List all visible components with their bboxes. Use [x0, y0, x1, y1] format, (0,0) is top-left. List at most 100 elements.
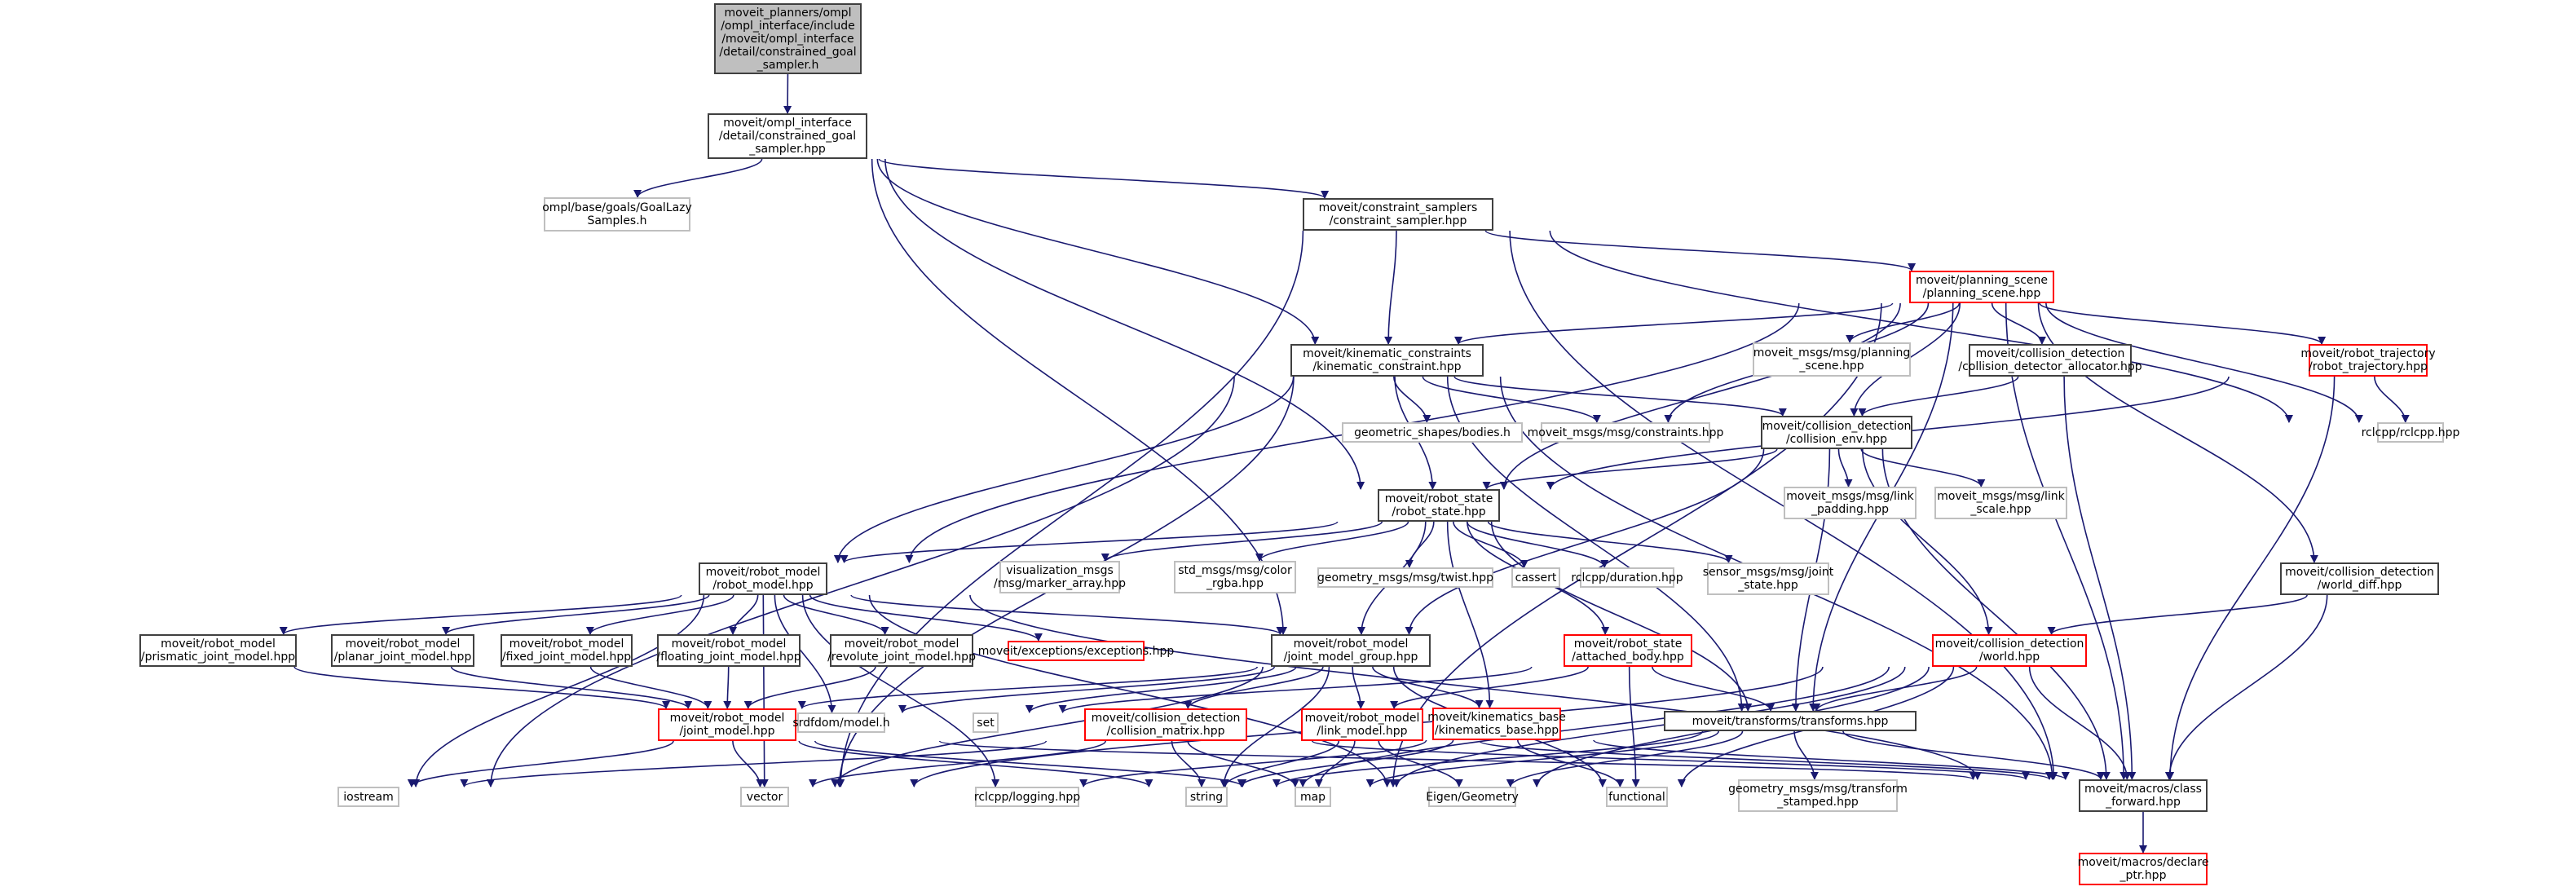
edge-world-to-string: [1299, 666, 1890, 787]
node-kb[interactable]: moveit/kinematics_base /kinematics_base.…: [1427, 708, 1566, 740]
edge-tf-to-cf: [1842, 730, 2105, 780]
edge-cgs-to-cs: [878, 158, 1329, 199]
edge-kc-to-ce: [1453, 376, 1787, 417]
edge-jmg-to-kb: [1372, 666, 1484, 708]
edge-cs-to-vector: [836, 230, 1304, 787]
edge-kc-to-rm: [833, 376, 1295, 563]
node-lm[interactable]: moveit/robot_model /link_model.hpp: [1301, 708, 1423, 741]
edge-ps-to-rclcpp: [2045, 302, 2363, 423]
node-wdiff[interactable]: moveit/collision_detection /world_diff.h…: [2280, 562, 2439, 595]
node-tf[interactable]: moveit/transforms/transforms.hpp: [1664, 711, 1917, 731]
edge-cda-to-cf: [2063, 376, 2137, 780]
node-mpsc: moveit_msgs/msg/planning _scene.hpp: [1753, 342, 1911, 377]
node-goallazy: ompl/base/goals/GoalLazy Samples.h: [542, 197, 692, 232]
node-cgs[interactable]: moveit/ompl_interface /detail/constraine…: [708, 113, 867, 159]
node-revolute[interactable]: moveit/robot_model /revolute_joint_model…: [827, 634, 976, 667]
edge-wdiff-to-cf: [2164, 594, 2328, 780]
node-prism[interactable]: moveit/robot_model /prismatic_joint_mode…: [139, 634, 297, 667]
edge-lm-to-eigen: [1378, 740, 1463, 787]
node-kc[interactable]: moveit/kinematic_constraints /kinematic_…: [1290, 344, 1484, 377]
node-rt[interactable]: moveit/robot_trajectory /robot_trajector…: [2300, 344, 2436, 377]
node-set: set: [973, 712, 999, 733]
edge-jm-to-map: [814, 740, 1247, 787]
edge-cs-to-cf: [1509, 230, 2058, 780]
edge-cm-to-iostream: [460, 740, 1048, 787]
node-cm[interactable]: moveit/collision_detection /collision_ma…: [1084, 708, 1247, 741]
edge-cs-to-kc: [1384, 230, 1397, 345]
edge-rs-to-twist: [1405, 521, 1435, 568]
node-rclcpp: rclcpp/rclcpp.hpp: [2362, 422, 2459, 443]
node-ab[interactable]: moveit/robot_state /attached_body.hpp: [1564, 634, 1692, 667]
node-duration: rclcpp/duration.hpp: [1571, 567, 1683, 588]
edge-ps-to-wdiff: [2037, 302, 2318, 563]
edge-jm-to-cf: [938, 740, 1977, 780]
edge-rs-to-kb: [1446, 521, 1494, 708]
edge-rm-to-exc: [809, 594, 1043, 642]
edge-cm-to-vector: [809, 740, 1106, 787]
edge-ps-to-kc: [1454, 302, 1894, 345]
edge-world-to-tf: [1812, 666, 1978, 712]
edge-rm-to-floating: [729, 594, 759, 635]
node-world[interactable]: moveit/collision_detection /world.hpp: [1932, 634, 2087, 667]
edge-rs-to-marker: [1101, 521, 1383, 562]
edge-lm-to-cf: [1478, 740, 2053, 780]
edge-kc-to-mconstr: [1422, 376, 1601, 423]
edge-ps-to-rt: [2039, 302, 2326, 345]
node-ce[interactable]: moveit/collision_detection /collision_en…: [1761, 416, 1912, 449]
node-mconstr: moveit_msgs/msg/constraints.hpp: [1528, 422, 1723, 443]
node-jmg[interactable]: moveit/robot_model /joint_model_group.hp…: [1271, 634, 1431, 667]
edge-kb-to-logging: [1079, 739, 1427, 787]
edge-fixed-to-jm: [589, 666, 712, 709]
node-floating[interactable]: moveit/robot_model /floating_joint_model…: [656, 634, 801, 667]
edge-jmg-to-jm: [798, 666, 1259, 709]
edge-cm-to-string: [1171, 740, 1206, 787]
edge-tf-to-tfstamped: [1793, 730, 1819, 780]
edge-cgs-to-kc: [876, 158, 1320, 345]
edge-jmg-to-vector: [831, 666, 1264, 787]
node-cs[interactable]: moveit/constraint_samplers /constraint_s…: [1303, 198, 1493, 231]
edge-rs-to-rm: [840, 521, 1339, 563]
edge-ab-to-set: [1058, 666, 1533, 713]
edge-cda-to-ce: [1858, 376, 2019, 417]
edge-world-to-cf: [2028, 666, 2132, 780]
edge-cgs-to-goallazy: [633, 158, 763, 198]
edge-jm-to-iostream: [407, 740, 674, 787]
edge-ab-to-functional: [1628, 666, 1640, 787]
edge-rm-to-eigen: [868, 594, 1392, 787]
node-exc[interactable]: moveit/exceptions/exceptions.hpp: [978, 641, 1174, 661]
edge-jm-to-string: [798, 740, 1153, 787]
edge-rt-to-rclcpp: [2374, 376, 2410, 423]
node-dptr[interactable]: moveit/macros/declare _ptr.hpp: [2078, 853, 2208, 885]
node-cda[interactable]: moveit/collision_detection /collision_de…: [1958, 344, 2142, 377]
edge-rm-to-prism: [279, 594, 682, 635]
edge-cs-to-ps: [1484, 230, 1916, 271]
node-string: string: [1185, 787, 1228, 807]
node-rs[interactable]: moveit/robot_state /robot_state.hpp: [1378, 489, 1500, 522]
edge-cm-to-map: [1187, 740, 1299, 787]
edge-rm-to-fixed: [586, 594, 734, 635]
edge-ce-to-lscale: [1860, 448, 1986, 487]
edge-rt-to-cf: [2166, 376, 2336, 780]
edge-floating-to-jm: [723, 666, 732, 709]
edge-revolute-to-jm: [743, 666, 876, 709]
node-ps[interactable]: moveit/planning_scene /planning_scene.hp…: [1909, 271, 2054, 303]
node-jm[interactable]: moveit/robot_model /joint_model.hpp: [658, 708, 796, 741]
edge-rs-to-jstate: [1487, 521, 1733, 563]
edge-lm-to-string: [1220, 740, 1340, 787]
node-cf[interactable]: moveit/macros/class _forward.hpp: [2079, 779, 2208, 812]
edge-tf-to-string: [1273, 730, 1704, 787]
edge-cs-to-rclcpp: [1549, 230, 2293, 423]
edge-prism-to-jm: [293, 666, 670, 709]
edge-rs-to-tf: [1490, 521, 1753, 712]
edge-lm-to-map: [1314, 740, 1356, 787]
node-twist: geometry_msgs/msg/twist.hpp: [1317, 567, 1493, 588]
node-rm[interactable]: moveit/robot_model /robot_model.hpp: [699, 562, 827, 595]
node-planar[interactable]: moveit/robot_model /planar_joint_model.h…: [331, 634, 474, 667]
node-root[interactable]: moveit_planners/ompl /ompl_interface/inc…: [714, 3, 862, 74]
node-fixed[interactable]: moveit/robot_model /fixed_joint_model.hp…: [501, 634, 633, 667]
node-logging: rclcpp/logging.hpp: [974, 787, 1080, 807]
edge-ce-to-lpad: [1837, 448, 1853, 487]
edge-ab-to-tf: [1652, 666, 1775, 712]
edge-jmg-to-lm: [1352, 666, 1365, 709]
node-bodies: geometric_shapes/bodies.h: [1342, 422, 1523, 443]
